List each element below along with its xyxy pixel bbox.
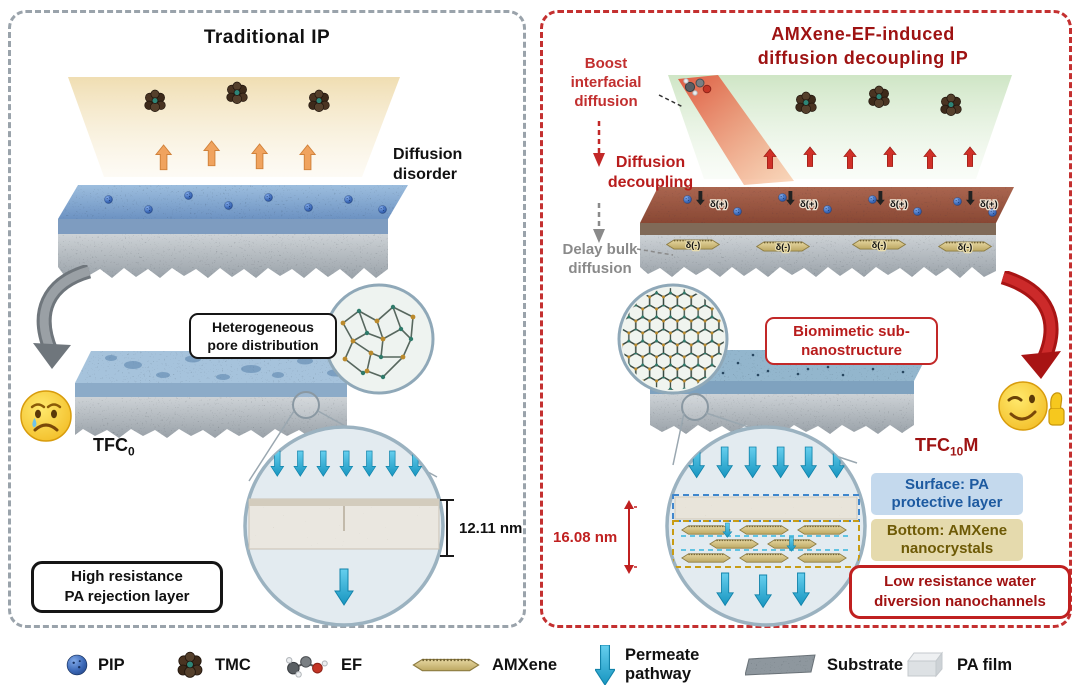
dimension-bracket [440,499,454,557]
diffusion-disorder-label: Diffusion disorder [393,146,463,183]
legend: PIP TMC EF AMXene Permeate pathway Subst… [0,634,1080,696]
thumbs-up-icon [1048,392,1065,426]
tfc0-label: TFC0 [93,435,135,459]
ef-membrane-scene: δ(+) δ(+) δ(+) δ(+) δ(-) δ(-) δ(-) δ(-) [640,75,1014,278]
legend-item-amxene: AMXene [410,634,557,696]
thickness-measure-right: 16.08 nm [553,499,638,575]
substrate [75,397,347,438]
substrate [58,234,388,279]
traditional-ip-panel: Traditional IP Diffusion diso [8,10,526,628]
pore-distribution-callout: Heterogeneous pore distribution [189,313,337,359]
honeycomb-network-inset [617,283,729,395]
downward-flow-arrow-red [1000,271,1061,379]
boost-diffusion-label: Boost interfacial diffusion [570,55,642,110]
legend-item-permeate: Permeate pathway [595,634,711,696]
amxene-icon [412,658,480,672]
tmc-cluster-icon [940,93,962,116]
pa-crosssection-zoom [243,425,445,627]
tmc-icon [177,651,203,678]
tmc-cluster-icon [868,85,890,108]
high-resistance-box: High resistance PA rejection layer [31,561,223,613]
heterogeneous-network-inset [323,283,435,395]
delta-minus-labels: δ(-) δ(-) δ(-) δ(-) [685,239,974,254]
pa-film-icon [907,651,943,678]
tmc-cluster-icon [795,91,817,114]
bottom-amxene-label: Bottom: AMXene nanocrystals [871,519,1023,561]
downward-flow-arrow-gray [33,265,92,369]
svg-text:δ(-): δ(-) [776,242,790,252]
svg-text:δ(+): δ(+) [800,199,818,210]
amxene-ef-panel: AMXene-EF-induced diffusion decoupling I… [540,10,1072,628]
svg-text:δ(-): δ(-) [872,240,886,250]
delta-plus-labels: δ(+) δ(+) δ(+) δ(+) [709,198,999,212]
heterogeneous-pa-surface [75,351,365,383]
biomimetic-callout: Biomimetic sub- nanostructure [765,317,938,365]
sad-face-emoji [20,390,72,442]
red-dashed-arrow [593,121,605,167]
svg-text:δ(-): δ(-) [958,242,972,252]
ef-molecule-icon [683,78,712,96]
svg-text:δ(+): δ(+) [890,199,908,210]
permeate-arrow-icon [595,645,615,685]
legend-item-ef: EF [285,634,362,696]
svg-text:δ(+): δ(+) [980,199,998,210]
legend-item-substrate: Substrate [745,634,903,696]
surface-pa-label: Surface: PA protective layer [871,473,1023,515]
tfc0-membrane-scene [75,351,365,438]
right-panel-title: AMXene-EF-induced diffusion decoupling I… [757,24,969,68]
substrate-icon [745,654,816,676]
svg-text:δ(+): δ(+) [710,199,728,210]
wink-thumbsup-emoji [998,381,1065,431]
thickness-measure-left: 12.11 nm [439,497,522,559]
traditional-membrane-scene [58,77,408,279]
substrate [640,235,996,278]
ef-icon [285,655,329,678]
amxene-layer-outline [672,520,860,568]
dimension-arrow-red [624,500,638,574]
gray-dashed-arrow [593,203,605,243]
pa-protective-layer [674,496,858,520]
svg-text:δ(-): δ(-) [686,240,700,250]
diffusion-decoupling-label: Diffusion decoupling [607,154,694,191]
left-panel-title: Traditional IP [203,27,331,48]
pip-icon [66,654,88,676]
delay-bulk-diffusion-label: Delay bulk diffusion [562,241,638,277]
tfc10m-label: TFC10M [915,435,979,459]
ef-beam [678,75,794,185]
layered-crosssection-zoom [665,425,867,627]
pa-front-face [58,219,388,234]
ordered-polymer-network [622,288,724,390]
legend-item-tmc: TMC [175,634,251,696]
legend-item-pa-film: PA film [905,634,1012,696]
legend-item-pip: PIP [66,634,125,696]
low-resistance-box: Low resistance water diversion nanochann… [849,565,1071,619]
